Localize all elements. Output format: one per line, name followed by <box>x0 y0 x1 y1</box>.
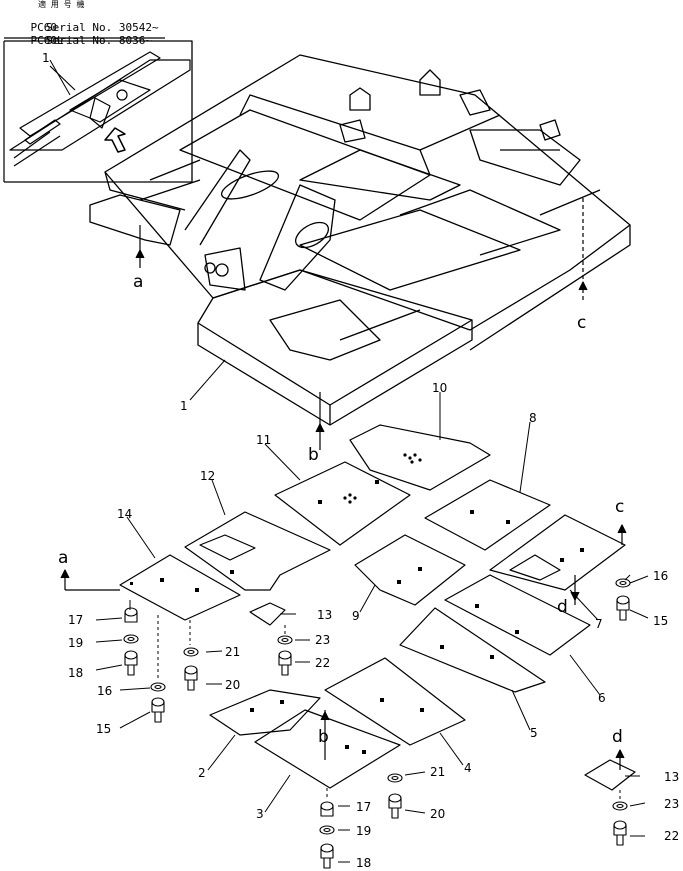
plate-13a <box>249 602 286 626</box>
callout-22a: 22 <box>315 656 330 670</box>
view-b-top: b <box>308 445 319 465</box>
view-arrows-frame <box>135 198 588 450</box>
plate-2 <box>209 689 321 736</box>
plate-5 <box>399 607 546 693</box>
callout-20a: 20 <box>225 678 240 692</box>
plate-7 <box>489 514 626 591</box>
view-d-mid: d <box>557 597 568 617</box>
plate-14 <box>119 554 241 621</box>
plate-9 <box>354 534 466 606</box>
serial-pc60: Serial No. 30542~ <box>46 21 159 34</box>
main-frame <box>89 54 631 426</box>
callout-8: 8 <box>529 411 537 425</box>
plate-holes <box>130 453 584 754</box>
callout-16b: 16 <box>653 569 668 583</box>
applicable-models-jp: 適 用 号 機 <box>38 0 85 9</box>
callout-21a: 21 <box>225 645 240 659</box>
plate-10 <box>349 424 491 491</box>
callout-14: 14 <box>117 507 132 521</box>
callout-15b: 15 <box>653 614 668 628</box>
callout-13b: 13 <box>664 770 679 784</box>
callout-19a: 19 <box>68 636 83 650</box>
callout-9: 9 <box>352 609 360 623</box>
callout-12: 12 <box>200 469 215 483</box>
callout-23a: 23 <box>315 633 330 647</box>
callout-22b: 22 <box>664 829 679 843</box>
view-b-bottom: b <box>318 727 329 747</box>
callout-5: 5 <box>530 726 538 740</box>
callout-16a: 16 <box>97 684 112 698</box>
callout-7: 7 <box>595 617 603 631</box>
callout-17a: 17 <box>68 613 83 627</box>
callout-17b: 17 <box>356 800 371 814</box>
inset-detail <box>3 37 193 183</box>
plate-12 <box>184 511 331 591</box>
callout-20b: 20 <box>430 807 445 821</box>
callout-1-inset: 1 <box>42 51 50 65</box>
callout-1: 1 <box>180 399 188 413</box>
callout-15a: 15 <box>96 722 111 736</box>
plate-8 <box>424 479 551 551</box>
callout-18b: 18 <box>356 856 371 870</box>
callout-10: 10 <box>432 381 447 395</box>
plate-11 <box>274 461 411 546</box>
callout-labels: 1 1 2 3 4 5 6 7 8 9 10 11 12 13 13 14 15… <box>42 51 679 870</box>
callout-11: 11 <box>256 433 271 447</box>
callout-21b: 21 <box>430 765 445 779</box>
callout-4: 4 <box>464 761 472 775</box>
leader-lines <box>49 59 649 863</box>
view-d-right: d <box>612 727 623 747</box>
view-c-bottom: c <box>615 497 624 517</box>
callout-23b: 23 <box>664 797 679 811</box>
model-pc60: PC60 <box>30 21 58 34</box>
view-a-bottom: a <box>58 548 68 568</box>
view-a-top: a <box>133 272 143 292</box>
callout-18a: 18 <box>68 666 83 680</box>
callout-19b: 19 <box>356 824 371 838</box>
plate-4 <box>324 657 466 746</box>
cover-plates <box>119 424 636 791</box>
callout-6: 6 <box>598 691 606 705</box>
callout-2: 2 <box>198 766 206 780</box>
view-letters: a a b b c c d d <box>58 272 624 747</box>
fasteners <box>123 578 631 869</box>
callout-3: 3 <box>256 807 264 821</box>
plate-3 <box>254 709 401 789</box>
callout-13a: 13 <box>317 608 332 622</box>
view-arrows-plates <box>60 524 627 770</box>
plate-13b <box>584 759 636 791</box>
plate-6 <box>444 574 591 656</box>
view-c-top: c <box>577 313 586 333</box>
